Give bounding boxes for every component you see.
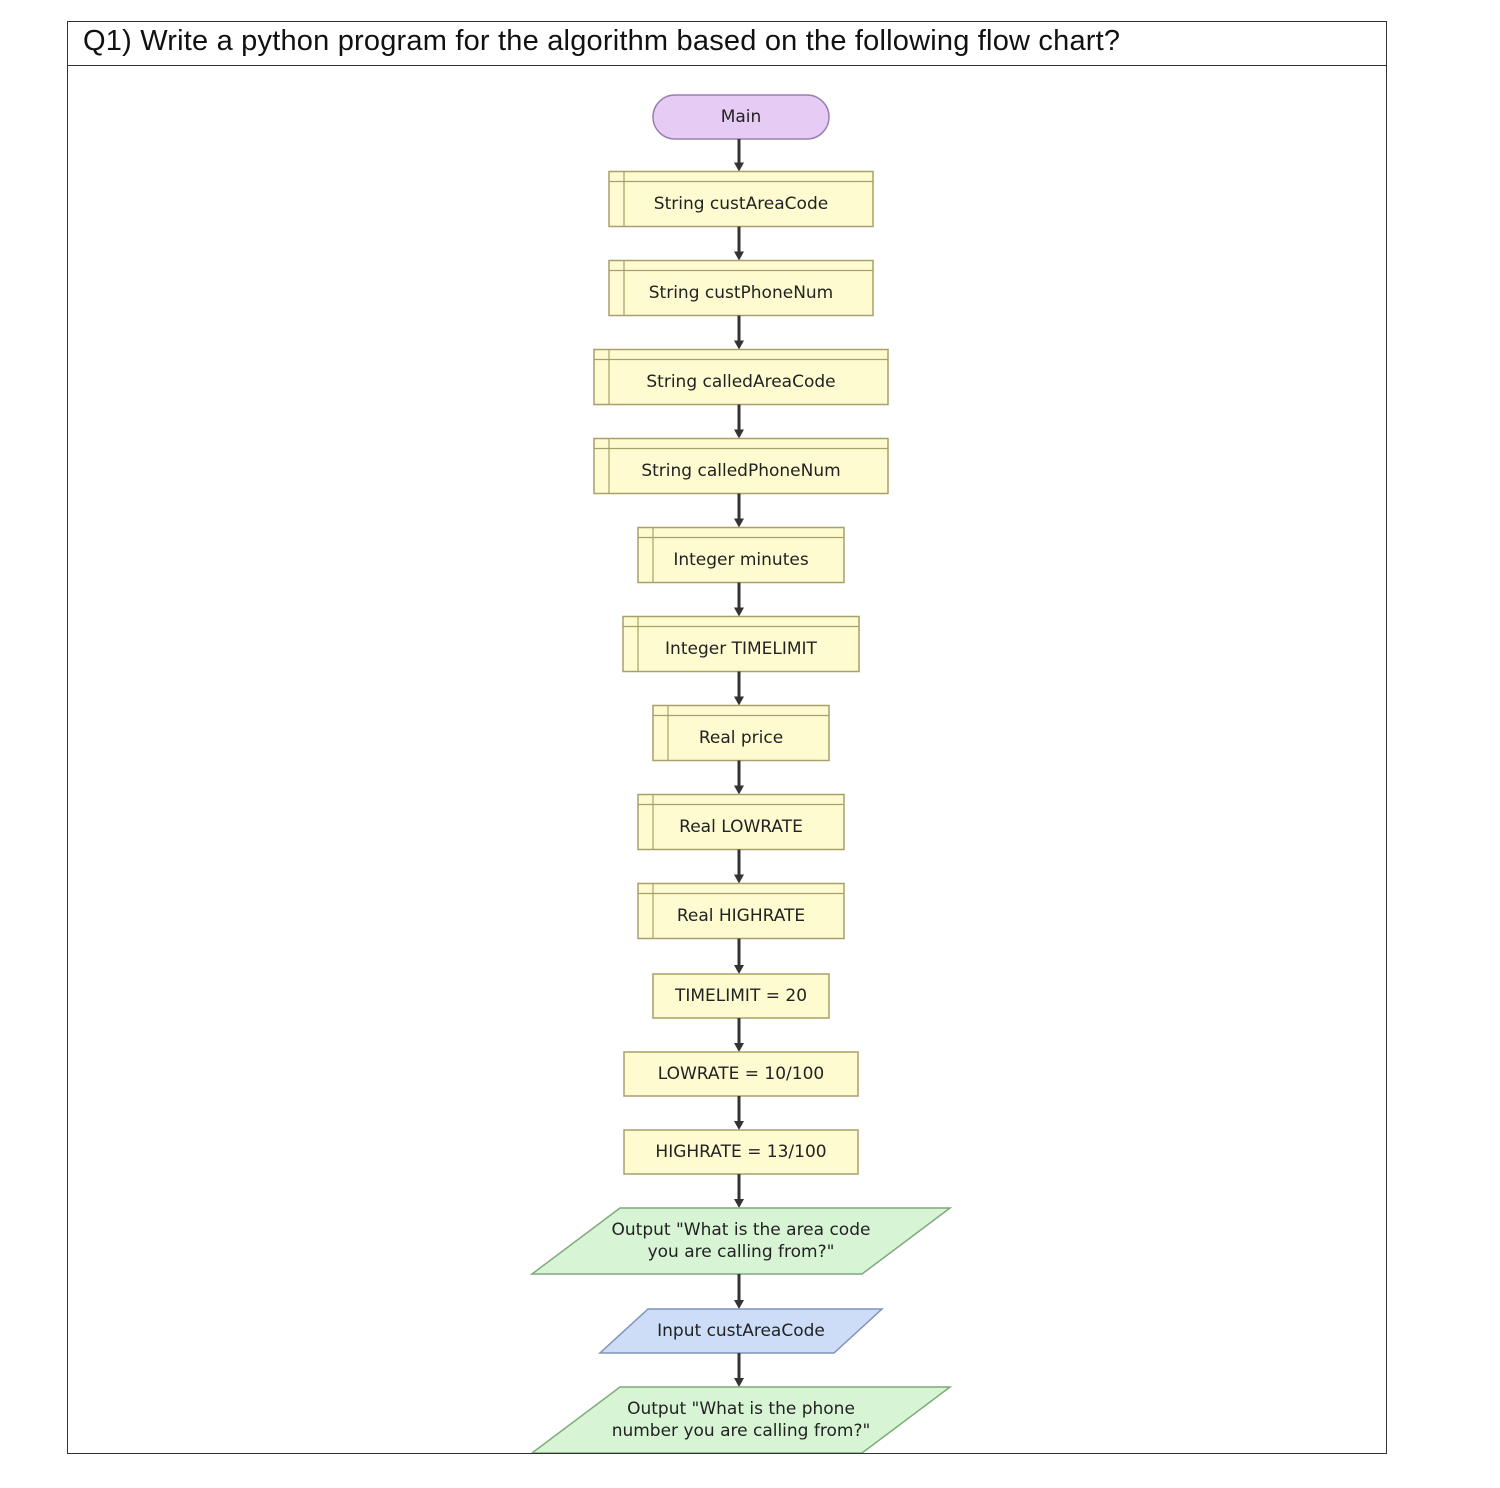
flow-arrowhead-7 [734, 785, 744, 795]
step-5-declare [637, 526, 845, 584]
flow-arrowhead-4 [734, 518, 744, 528]
step-15-output [530, 1386, 953, 1453]
step-8-declare-text: Real LOWRATE [679, 817, 803, 837]
step-1-declare-text: String custAreaCode [654, 194, 828, 214]
step-7-declare [652, 704, 830, 762]
flow-arrowhead-1 [734, 251, 744, 261]
step-13-output-text: Output "What is the area code [612, 1220, 871, 1240]
step-14-input [598, 1308, 884, 1354]
step-12-assign-text: HIGHRATE = 13/100 [655, 1142, 826, 1162]
step-12-assign [623, 1129, 859, 1175]
flow-arrowhead-0 [734, 162, 744, 172]
flow-arrowhead-13 [734, 1300, 744, 1309]
step-6-declare [622, 615, 860, 673]
step-4-declare [593, 437, 889, 495]
step-5-declare-text: Integer minutes [673, 550, 809, 570]
step-8-declare [637, 793, 845, 851]
step-2-declare [608, 259, 874, 317]
flow-arrowhead-9 [734, 965, 744, 974]
step-4-declare-text: String calledPhoneNum [641, 461, 840, 481]
flow-arrowhead-14 [734, 1378, 744, 1387]
step-13-output [529, 1207, 953, 1275]
flow-arrowhead-3 [734, 429, 744, 439]
step-9-declare [637, 882, 845, 940]
flow-arrowhead-5 [734, 607, 744, 617]
start-terminal-text: Main [721, 107, 762, 127]
flow-arrowhead-10 [734, 1043, 744, 1052]
flow-arrowhead-11 [734, 1121, 744, 1130]
step-14-input-text: Input custAreaCode [657, 1321, 825, 1341]
step-9-declare-text: Real HIGHRATE [677, 906, 805, 926]
start-terminal [652, 94, 830, 140]
step-7-declare-text: Real price [699, 728, 783, 748]
question-table: Q1) Write a python program for the algor… [67, 21, 1387, 1454]
step-15-output-text: number you are calling from?" [612, 1421, 871, 1441]
flow-arrowhead-6 [734, 696, 744, 706]
flow-arrowhead-8 [734, 874, 744, 884]
flow-arrowhead-2 [734, 340, 744, 350]
step-10-assign [652, 973, 830, 1019]
question-text: Q1) Write a python program for the algor… [83, 25, 1121, 57]
step-1-declare [608, 170, 874, 228]
step-3-declare [593, 348, 889, 406]
step-15-output-text: Output "What is the phone [627, 1399, 855, 1419]
flow-arrowhead-12 [734, 1199, 744, 1208]
question-row: Q1) Write a python program for the algor… [68, 22, 1386, 66]
step-2-declare-text: String custPhoneNum [649, 283, 834, 303]
step-10-assign-text: TIMELIMIT = 20 [674, 986, 807, 1006]
step-11-assign-text: LOWRATE = 10/100 [658, 1064, 824, 1084]
step-3-declare-text: String calledAreaCode [646, 372, 835, 392]
step-6-declare-text: Integer TIMELIMIT [665, 639, 818, 659]
step-11-assign [623, 1051, 859, 1097]
step-13-output-text: you are calling from?" [648, 1242, 835, 1262]
